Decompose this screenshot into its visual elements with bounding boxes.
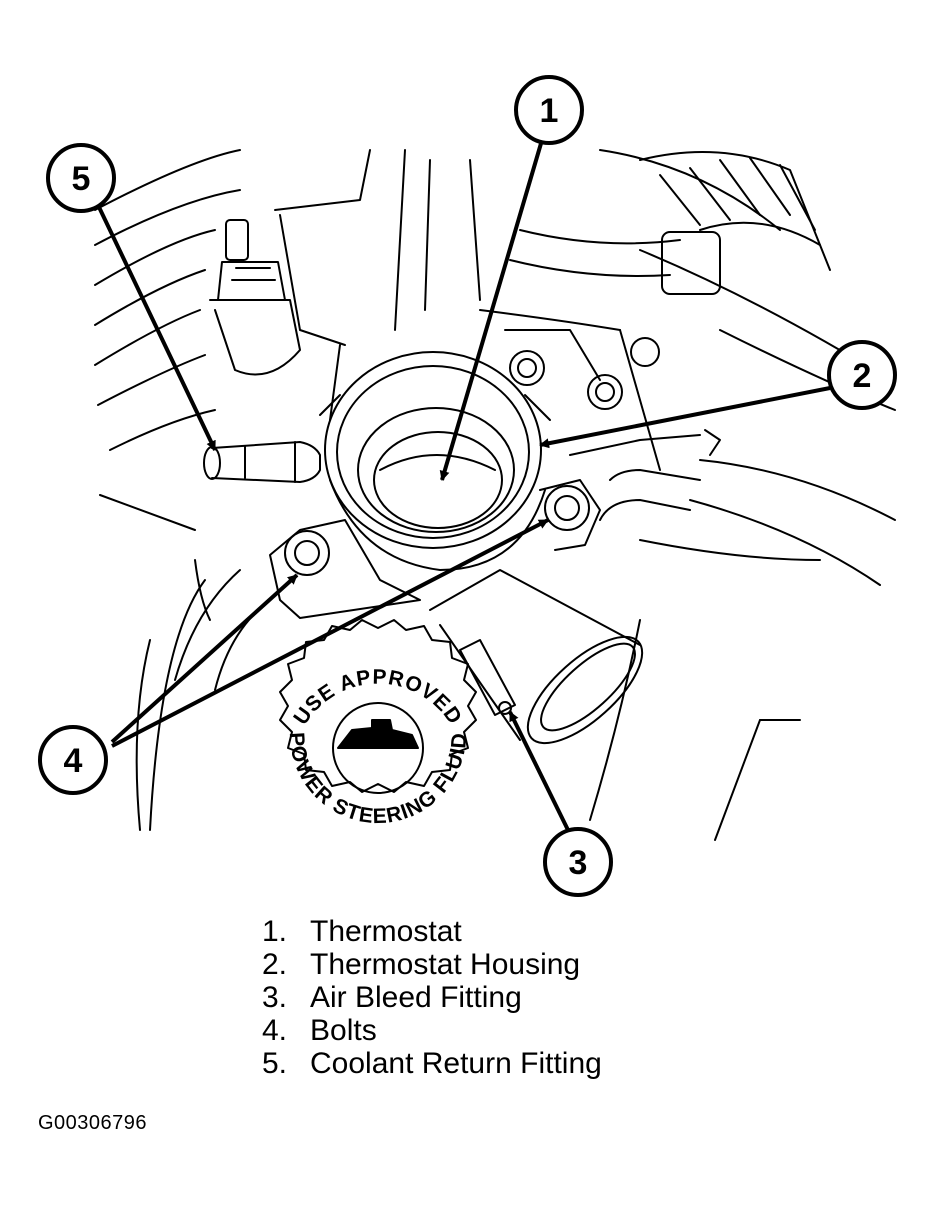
figure-id: G00306796: [38, 1112, 148, 1134]
legend: 1. Thermostat 2. Thermostat Housing 3. Air …: [262, 915, 602, 1080]
stud-sensor: [209, 219, 301, 376]
thermostat-diagram: USE APPROVED POWER STEERING FLUID 1 2 3 …: [38, 75, 897, 897]
thermostat-valve: [373, 431, 503, 529]
legend-number: 1.: [262, 915, 288, 948]
callout-1: 1: [514, 75, 584, 145]
arrow-3: [508, 711, 570, 831]
engine-contours-right: [589, 149, 896, 841]
legend-item: 3. Air Bleed Fitting: [262, 981, 602, 1014]
legend-item: 2. Thermostat Housing: [262, 948, 602, 981]
air-bleed-fitting: [459, 639, 516, 716]
legend-number: 4.: [262, 1014, 288, 1047]
arrow-4b: [111, 518, 549, 748]
outlet-pipe: [429, 569, 644, 745]
legend-label: Thermostat: [310, 915, 462, 948]
legend-number: 2.: [262, 948, 288, 981]
callout-4: 4: [38, 725, 108, 795]
legend-item: 1. Thermostat: [262, 915, 602, 948]
upper-hose: [509, 151, 831, 295]
arrow-4a: [110, 573, 299, 744]
legend-label: Thermostat Housing: [310, 948, 581, 981]
callout-5: 5: [46, 143, 116, 213]
engine-block: [274, 149, 721, 521]
callout-3-number: 3: [569, 844, 588, 882]
power-steering-cap: [279, 619, 477, 794]
arrow-1: [439, 139, 544, 481]
legend-item: 4. Bolts: [262, 1014, 602, 1047]
legend-number: 5.: [262, 1047, 288, 1080]
callout-1-number: 1: [540, 92, 559, 130]
callout-2: 2: [827, 340, 897, 410]
leader-arrows: [96, 139, 831, 831]
coolant-return-fitting: [203, 441, 321, 483]
legend-label: Air Bleed Fitting: [310, 981, 522, 1014]
callout-2-number: 2: [853, 357, 872, 395]
legend-item: 5. Coolant Return Fitting: [262, 1047, 602, 1080]
housing-flange: [269, 479, 601, 619]
arrow-2: [539, 386, 831, 449]
callout-5-number: 5: [72, 160, 91, 198]
engine-contours-left: [94, 149, 241, 831]
callout-4-number: 4: [64, 742, 83, 780]
legend-label: Bolts: [310, 1014, 377, 1047]
legend-number: 3.: [262, 981, 288, 1014]
arrow-5: [96, 204, 217, 451]
callout-3: 3: [543, 827, 613, 897]
legend-label: Coolant Return Fitting: [310, 1047, 602, 1080]
